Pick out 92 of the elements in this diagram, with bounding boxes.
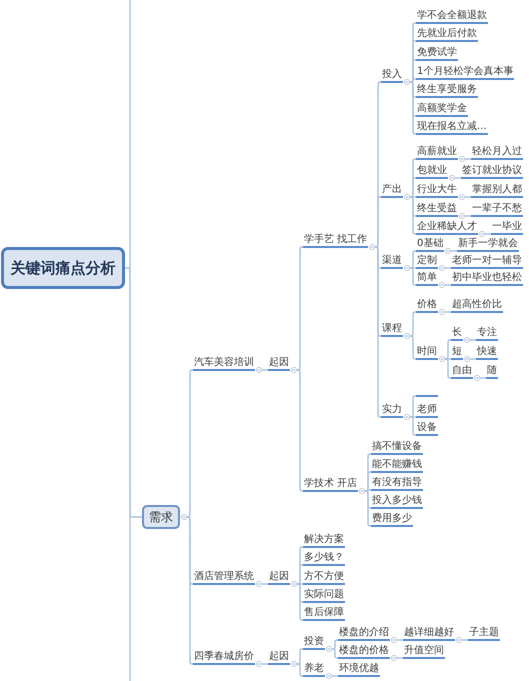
subtopic: 一毕业 [491, 220, 523, 235]
branch-line [124, 267, 142, 518]
subtopic: 投资 [303, 635, 325, 650]
subtopic: 超高性价比 [451, 298, 503, 313]
subtopic: 起因 [268, 650, 290, 665]
branch-line [409, 250, 417, 269]
subtopic: 高额奖学金 [416, 102, 468, 117]
subtopic: 定制 [416, 254, 438, 269]
subtopic: 有没有指导 [371, 476, 423, 491]
subtopic: 解决方案 [303, 533, 345, 548]
subtopic: 行业大牛 [416, 183, 458, 198]
subtopic: 掌握别人都 [471, 183, 523, 198]
subtopic: 随 [486, 364, 498, 379]
subtopic: 1个月轻松学会真本事 [416, 65, 514, 80]
subtopic: 环境优越 [338, 662, 380, 677]
branch-line [409, 416, 417, 436]
main-topic-box: 需求 [142, 505, 180, 529]
subtopic: 轻松月入过 [471, 145, 523, 160]
subtopic: 设备 [416, 421, 438, 436]
subtopic: 学手艺 找工作 [303, 233, 368, 248]
subtopic: 越详细越好 [403, 626, 455, 641]
branch-line [409, 196, 417, 235]
branch-line [296, 369, 304, 492]
branch-line [409, 267, 417, 286]
subtopic: 起因 [268, 356, 290, 371]
subtopic: 酒店管理系统 [193, 570, 255, 585]
branch-line [364, 471, 372, 492]
subtopic: 初中毕业也轻松 [451, 271, 523, 286]
subtopic: 新手一学就会 [457, 237, 519, 252]
subtopic: 费用多少 [371, 512, 413, 527]
central-topic-box: 关键词痛点分析 [1, 247, 125, 289]
branch-line [186, 369, 194, 518]
subtopic: 子主题 [468, 626, 500, 641]
subtopic: 汽车美容培训 [193, 356, 255, 371]
subtopic: 专注 [476, 326, 498, 341]
branch-line [374, 196, 382, 248]
branch-line [331, 639, 339, 650]
subtopic: 渠道 [381, 254, 403, 269]
branch-line [409, 177, 417, 198]
subtopic: 价格 [416, 298, 438, 313]
branch-line [409, 59, 417, 83]
subtopic: 自由 [451, 364, 473, 379]
subtopic: 简单 [416, 271, 438, 286]
branch-line [374, 246, 382, 418]
subtopic: 实力 [381, 403, 403, 418]
subtopic: 0基础 [416, 237, 444, 252]
branch-line [296, 246, 304, 371]
subtopic: 高薪就业 [416, 145, 458, 160]
subtopic: 实际问题 [303, 588, 345, 603]
branch-line [296, 583, 304, 621]
subtopic: 现在报名立减... [416, 120, 488, 135]
subtopic: 搞不懂设备 [371, 440, 423, 455]
subtopic: 学技术 开店 [303, 477, 358, 492]
subtopic: 先就业后付款 [416, 27, 478, 42]
subtopic: 免费试学 [416, 46, 458, 61]
branch-line [364, 490, 372, 527]
branch-line [331, 648, 339, 659]
subtopic: 签订就业协议 [461, 164, 523, 179]
subtopic: 学不会全额退款 [416, 9, 488, 24]
branch-line [296, 648, 304, 665]
subtopic: 养老 [303, 662, 325, 677]
subtopic: 楼盘的价格 [338, 644, 390, 659]
subtopic: 快速 [476, 345, 498, 360]
subtopic: 课程 [381, 322, 403, 337]
subtopic: 多少钱？ [303, 551, 345, 566]
subtopic: 终生受益 [416, 202, 458, 217]
subtopic: 售后保障 [303, 606, 345, 621]
branch-line [409, 311, 417, 337]
subtopic: 老师一对一辅导 [451, 254, 523, 269]
subtopic: 能不能赚钱 [371, 458, 423, 473]
subtopic: 方不方便 [303, 570, 345, 585]
subtopic: 终生享受服务 [416, 83, 478, 98]
branch-line [186, 516, 194, 665]
branch-line [409, 335, 417, 360]
subtopic: 起因 [268, 570, 290, 585]
branch-line [409, 81, 417, 135]
subtopic: 包就业 [416, 164, 448, 179]
branch-line [444, 339, 452, 360]
subtopic: 产出 [381, 183, 403, 198]
subtopic: 楼盘的介绍 [338, 626, 390, 641]
subtopic: 升值空间 [403, 644, 445, 659]
subtopic: 投入 [381, 68, 403, 83]
subtopic: 企业稀缺人才 [416, 220, 478, 235]
branch-line [409, 395, 417, 418]
branch-line [296, 564, 304, 585]
subtopic: 投入多少钱 [371, 494, 423, 509]
branch-line [296, 663, 304, 677]
subtopic: 老师 [416, 403, 438, 418]
subtopic: 一辈子不愁 [471, 202, 523, 217]
subtopic: 时间 [416, 345, 438, 360]
subtopic: 四季春城房价 [193, 650, 255, 665]
branch-line [444, 358, 452, 379]
